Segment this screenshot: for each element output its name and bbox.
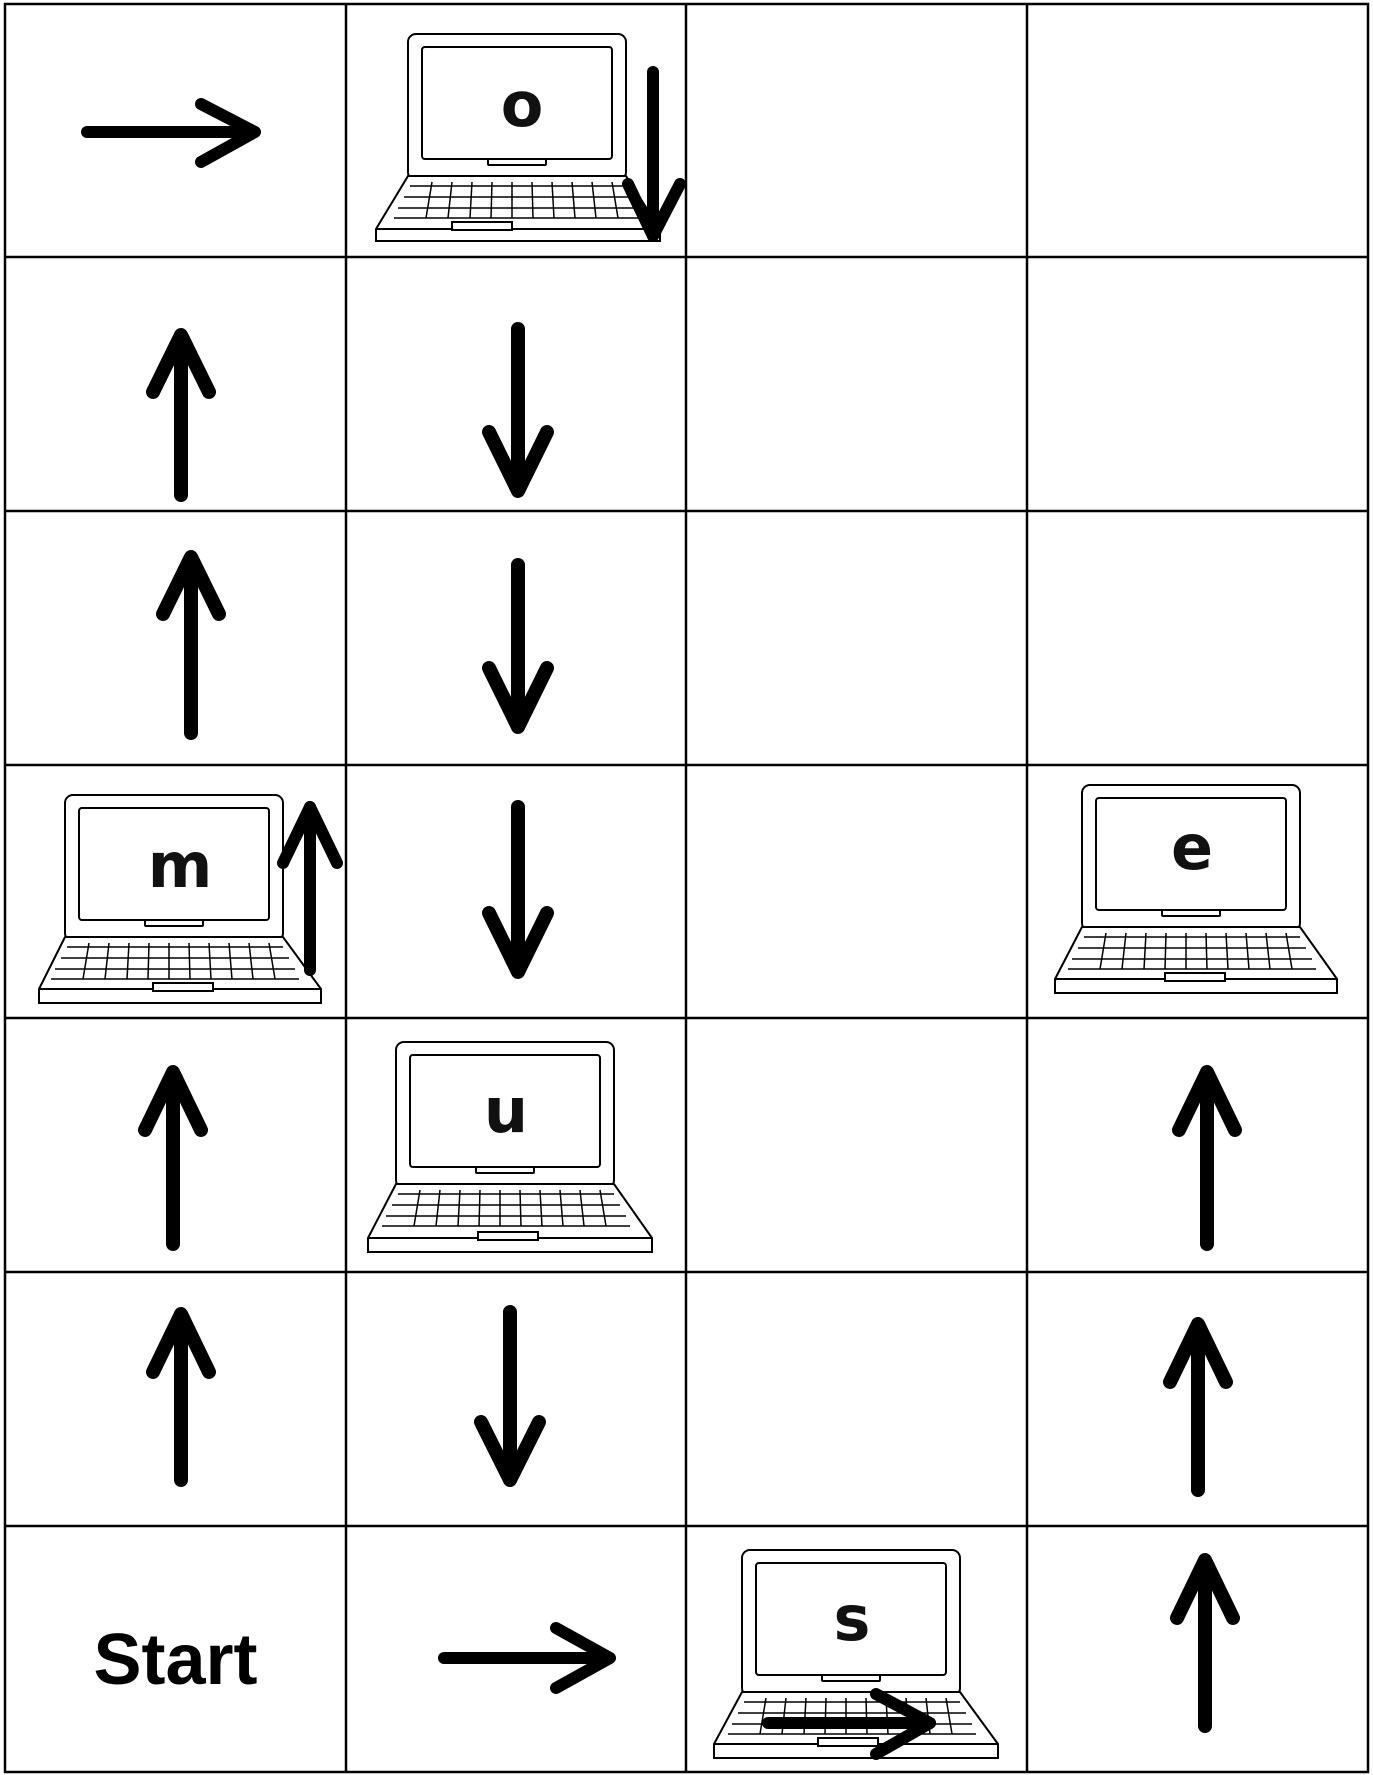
board-cell-r6c1 (346, 1526, 686, 1772)
board-cell-r2c0 (5, 511, 346, 765)
board-cell-r4c3 (1027, 1018, 1368, 1272)
board-cell-r2c1 (346, 511, 686, 765)
arrow-up-icon (1027, 1018, 1368, 1272)
arrow-up-icon (1027, 1272, 1368, 1526)
laptop-letter: s (792, 1588, 912, 1650)
arrow-down-icon (346, 257, 686, 511)
laptop-letter: u (446, 1080, 566, 1142)
board-cell-r5c2 (686, 1272, 1027, 1526)
board-cell-r4c1: u (346, 1018, 686, 1272)
board-cell-r1c3 (1027, 257, 1368, 511)
board-cell-r3c3: e (1027, 765, 1368, 1018)
arrow-down-icon (346, 511, 686, 765)
board-cell-r0c2 (686, 4, 1027, 257)
arrow-down-icon (628, 72, 680, 236)
board-cell-r2c2 (686, 511, 1027, 765)
arrow-up-icon (5, 257, 346, 511)
arrow-up-icon (283, 807, 337, 970)
board-cell-r5c1 (346, 1272, 686, 1526)
arrow-down-icon (346, 1272, 686, 1526)
laptop-letter: o (462, 74, 582, 136)
board-cell-r3c0: m (5, 765, 346, 1018)
board-cell-r5c0 (5, 1272, 346, 1526)
board-cell-r0c1: o (346, 4, 686, 257)
board-cell-r3c1 (346, 765, 686, 1018)
board-cell-r1c1 (346, 257, 686, 511)
board-cell-r6c3 (1027, 1526, 1368, 1772)
board-cell-r0c3 (1027, 4, 1368, 257)
arrow-up-icon (5, 1018, 346, 1272)
arrow-up-icon (5, 511, 346, 765)
laptop-letter: e (1132, 817, 1252, 879)
arrow-right-icon (346, 1526, 686, 1772)
arrow-up-icon (1027, 1526, 1368, 1772)
laptop-letter: m (120, 835, 240, 897)
board-cell-r1c0 (5, 257, 346, 511)
board-cell-r2c3 (1027, 511, 1368, 765)
board-cell-r3c2 (686, 765, 1027, 1018)
arrow-right-icon (5, 4, 346, 257)
laptop-icon (1027, 765, 1368, 1018)
board-cell-r5c3 (1027, 1272, 1368, 1526)
start-label: Start (5, 1620, 346, 1700)
board-cell-r6c0: Start (5, 1526, 346, 1772)
board-cell-r0c0 (5, 4, 346, 257)
arrow-down-icon (346, 765, 686, 1018)
board-cell-r4c0 (5, 1018, 346, 1272)
arrow-up-icon (5, 1272, 346, 1526)
board-cell-r1c2 (686, 257, 1027, 511)
board-cell-r6c2: s (686, 1526, 1027, 1772)
board-cell-r4c2 (686, 1018, 1027, 1272)
